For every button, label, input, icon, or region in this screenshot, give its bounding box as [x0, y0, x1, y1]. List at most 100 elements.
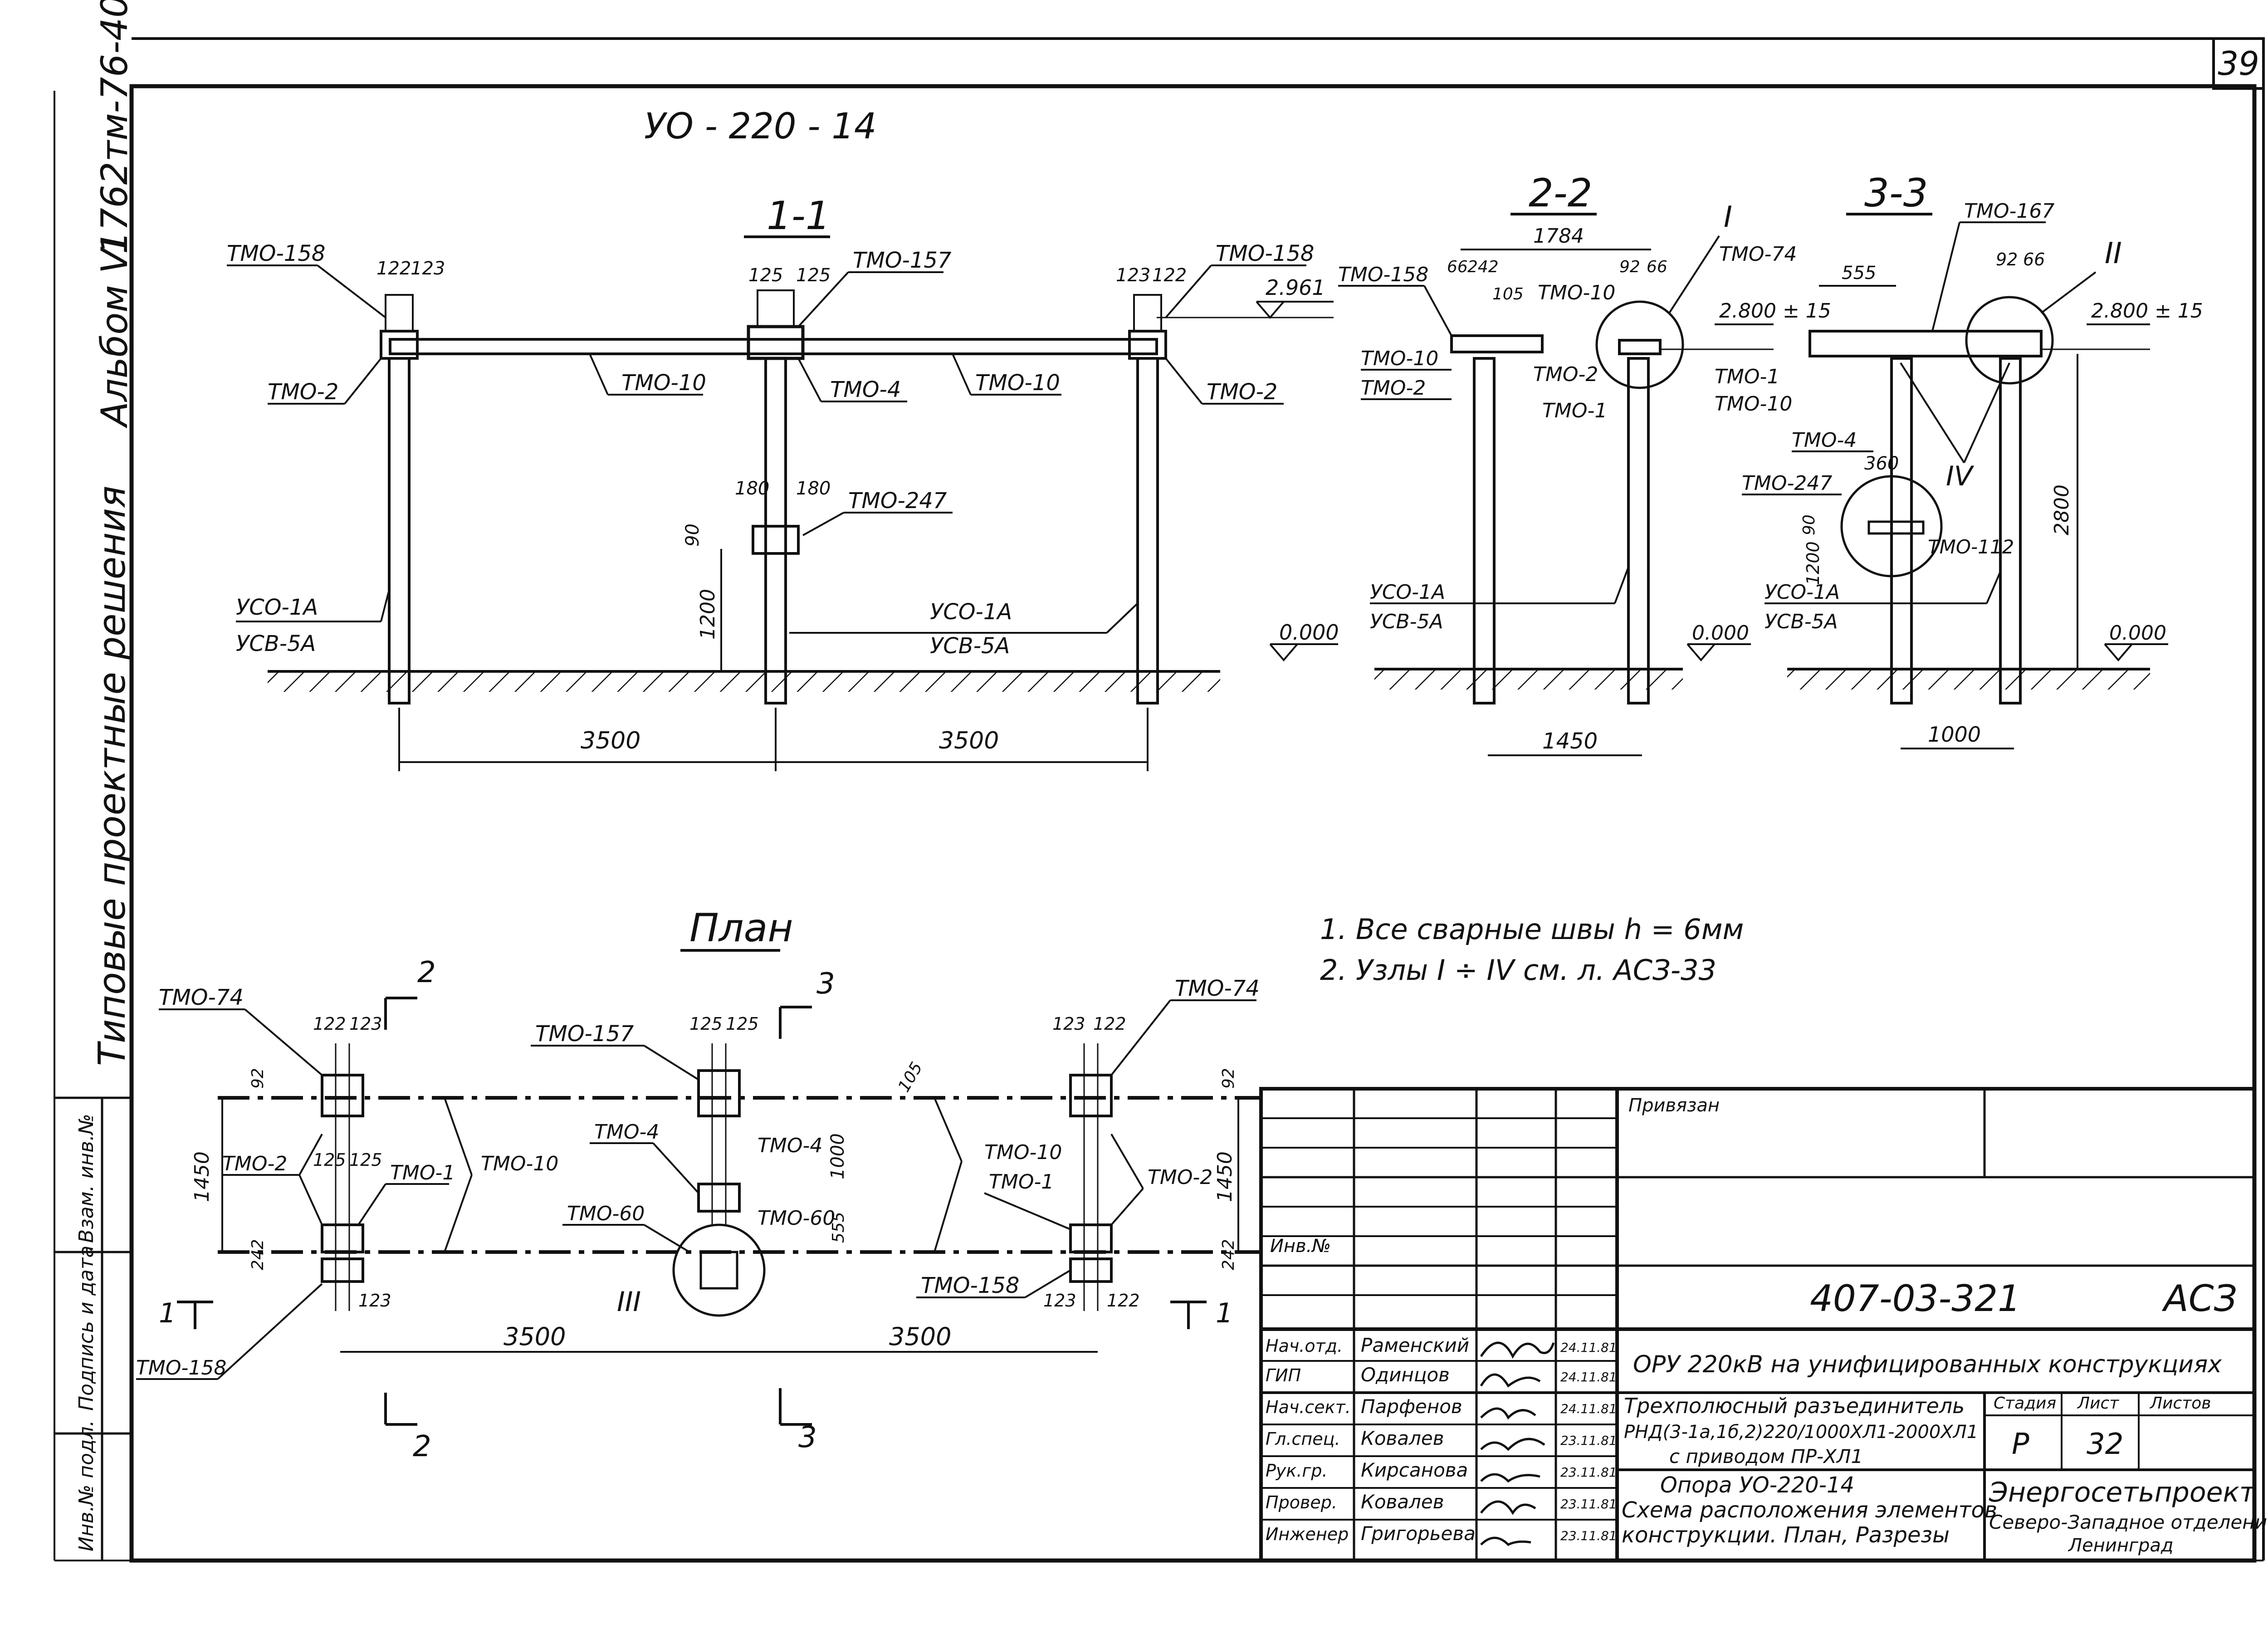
dim-92: 92	[1619, 258, 1640, 276]
signer-role: ГИП	[1266, 1365, 1301, 1385]
label-tmo-2: ТМО-2	[1533, 363, 1598, 386]
label-tmo-4: ТМО-4	[758, 1134, 822, 1157]
label-tmo-158: ТМО-158	[921, 1273, 1019, 1298]
label-tmo-60: ТМО-60	[758, 1207, 835, 1230]
signature-scribble	[1480, 1407, 1536, 1420]
label-uso-1a: УСО-1А	[1765, 581, 1840, 604]
label-tmo-1: ТМО-1	[390, 1161, 455, 1184]
label-tmo-4: ТМО-4	[830, 377, 901, 402]
tb-project: ОРУ 220кВ на унифицированных конструкция…	[1633, 1351, 2222, 1378]
label-tmo-10: ТМО-10	[1538, 281, 1615, 304]
note-1: 1. Все сварные швы h = 6мм	[1320, 913, 1744, 946]
dim-1450-right: 1450	[1213, 1151, 1237, 1202]
label-tmo-10: ТМО-10	[984, 1141, 1062, 1164]
level-ground-3-3: 0.000	[2109, 621, 2166, 645]
tb-sheet-header: Лист	[2077, 1394, 2119, 1413]
plan-view: План III 2 3 1 1 2 3	[136, 905, 1261, 1463]
signer-row: Гл.спец. Ковалев 23.11.81	[1266, 1427, 1617, 1449]
section-3-3-title: 3-3	[1864, 171, 1928, 216]
level-ground-2-2: 0.000	[1692, 621, 1749, 645]
signer-name: Парфенов	[1361, 1395, 1462, 1418]
node-ii-label: II	[2105, 237, 2122, 270]
post-2-2-right	[1627, 357, 1650, 704]
signer-name: Ковалев	[1361, 1491, 1444, 1513]
dim-66: 66	[1647, 258, 1667, 276]
signer-date: 23.11.81	[1560, 1497, 1617, 1512]
post-3-3-right	[1999, 357, 2022, 704]
signer-name: Одинцов	[1361, 1364, 1450, 1386]
drawing-title: УО - 220 - 14	[644, 106, 877, 147]
level-top-2-2: 2.800 ± 15	[1719, 299, 1831, 323]
tb-sheets-header: Листов	[2149, 1394, 2211, 1413]
post-2-2-left	[1473, 357, 1496, 704]
stamp-vzam: Взам. инв.№	[75, 1114, 98, 1243]
dim-1000: 1000	[827, 1133, 848, 1179]
tb-stage: Р	[2012, 1428, 2029, 1461]
section-2-2: 2-2 I 1784 66 242 92 66 105 1450 ТМО-158…	[1338, 171, 1831, 756]
dim-180: 180	[735, 478, 769, 499]
label-tmo-10: ТМО-10	[1715, 392, 1792, 416]
dim-122: 122	[1152, 265, 1187, 286]
section-2-2-title: 2-2	[1529, 171, 1592, 216]
dim-125: 125	[349, 1150, 382, 1170]
label-tmo-4: ТМО-4	[594, 1120, 659, 1144]
dim-125: 125	[726, 1014, 759, 1034]
beam	[389, 338, 1158, 355]
dim-123: 123	[1116, 265, 1150, 286]
label-tmo-158: ТМО-158	[1216, 241, 1314, 266]
dim-92: 92	[1219, 1068, 1238, 1089]
dim-2800: 2800	[2050, 484, 2073, 535]
dim-242: 242	[1219, 1239, 1238, 1270]
dim-92: 92	[1996, 250, 2018, 269]
level-top-3-3: 2.800 ± 15	[2091, 299, 2203, 323]
signature-scribble	[1480, 1438, 1545, 1451]
album-label: Альбом VI	[93, 238, 136, 429]
dim-242: 242	[249, 1239, 267, 1270]
post-right	[1136, 357, 1159, 704]
sheet-frame	[129, 84, 2257, 1563]
cut-mark-1-right: 1	[1216, 1297, 1233, 1329]
sheet-number: 39	[2218, 44, 2259, 83]
label-tmo-158: ТМО-158	[227, 241, 325, 266]
section-1-1: 1-1 3500 3500 122 123 125 125 123 122 1	[227, 193, 1339, 771]
signer-row: Провер. Ковалев 23.11.81	[1266, 1491, 1617, 1513]
dim-125: 125	[689, 1014, 723, 1034]
signature-scribble	[1480, 1500, 1536, 1515]
signature-scribble	[1480, 1473, 1540, 1483]
dim-105: 105	[1492, 285, 1524, 303]
section-3-3: 3-3 II IV 555 92 66 360 90 1200 2800 100…	[1742, 171, 2203, 749]
dim-123: 123	[411, 258, 445, 279]
signer-row: ГИП Одинцов 24.11.81	[1266, 1364, 1617, 1386]
label-tmo-167: ТМО-167	[1964, 200, 2054, 223]
label-tmo-10: ТМО-10	[975, 370, 1060, 396]
plan-title: План	[689, 905, 793, 951]
tb-sheet-title-1: Опора УО-220-14	[1660, 1473, 1854, 1498]
node-iv-label: IV	[1946, 460, 1975, 492]
signer-row: Рук.гр. Кирсанова 23.11.81	[1266, 1459, 1617, 1481]
signer-row: Нач.сект. Парфенов 24.11.81	[1266, 1395, 1617, 1418]
tb-item-line2: РНД(3-1а,1б,2)220/1000ХЛ1-2000ХЛ1	[1624, 1422, 1978, 1443]
album-code: 1762тм-76-40	[93, 0, 136, 254]
signer-role: Провер.	[1266, 1492, 1337, 1512]
signer-date: 23.11.81	[1560, 1465, 1617, 1480]
signer-role: Инженер	[1266, 1524, 1349, 1544]
dim-180: 180	[796, 478, 831, 499]
node-iv-circle	[1840, 475, 1943, 577]
tb-sheet-title-2: Схема расположения элементов	[1622, 1497, 1997, 1523]
cut-mark-2-top: 2	[417, 956, 436, 989]
label-tmo-1: ТМО-1	[1542, 399, 1607, 422]
signer-name: Кирсанова	[1361, 1459, 1468, 1481]
ground-hatch	[268, 671, 1220, 692]
tb-doc-number: 407-03-321	[1810, 1277, 2021, 1320]
label-tmo-247: ТМО-247	[1742, 472, 1832, 495]
label-tmo-158: ТМО-158	[136, 1356, 226, 1380]
dim-3500-right: 3500	[889, 1322, 951, 1351]
dim-360: 360	[1864, 453, 1899, 474]
dim-555: 555	[1842, 263, 1876, 284]
dim-105: 105	[894, 1059, 926, 1095]
signer-date: 23.11.81	[1560, 1528, 1617, 1543]
cut-mark-1-left: 1	[159, 1297, 176, 1329]
signer-name: Раменский	[1361, 1334, 1469, 1356]
signer-row: Нач.отд. Раменский 24.11.81	[1266, 1334, 1617, 1356]
